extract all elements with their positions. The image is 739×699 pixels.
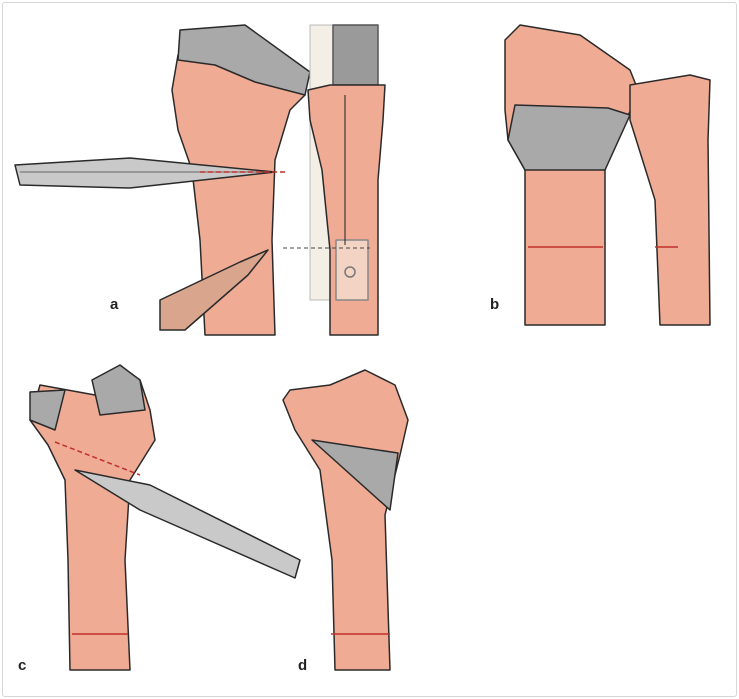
panel-a [14, 24, 386, 336]
ruler-slider [332, 24, 379, 86]
ulna-bone-b [629, 74, 711, 326]
scissors-c [74, 469, 301, 579]
radius-bone-b [504, 24, 641, 326]
radius-bone-d [282, 369, 409, 671]
panel-d [282, 369, 409, 671]
marker-pen [159, 249, 269, 331]
panel-b [504, 24, 711, 326]
cut-line-c [54, 441, 141, 476]
ruler-hole [344, 266, 356, 278]
graft-c-right [91, 364, 146, 416]
radius-graft-wedge-a [177, 24, 311, 96]
panel-label-b: b [490, 296, 500, 313]
graft-c-left [29, 389, 66, 431]
radius-bone-c [29, 379, 156, 671]
graft-b [507, 104, 631, 171]
graft-wedge-d [311, 439, 399, 511]
ruler-clamp [335, 239, 369, 301]
panel-label-a: a [110, 296, 119, 313]
panel-c [29, 364, 301, 671]
panel-label-c: c [18, 657, 27, 674]
scissors-a [14, 157, 276, 189]
panel-label-d: d [298, 657, 308, 674]
